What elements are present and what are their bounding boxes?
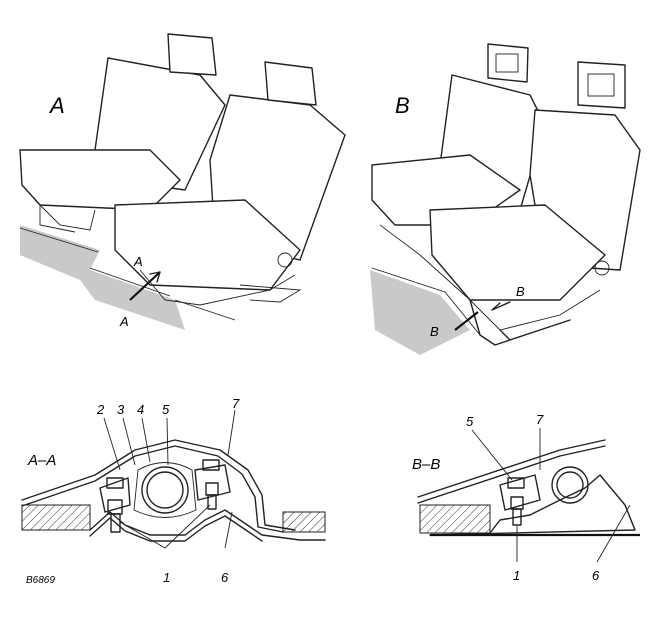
- cut-b-lower-label: B: [430, 324, 439, 339]
- cut-a-upper-label: A: [133, 254, 143, 269]
- callout-aa-6: 6: [221, 570, 229, 585]
- section-aa-drawing: [21, 409, 326, 549]
- callout-bb-5: 5: [466, 414, 474, 429]
- callout-bb-1: 1: [513, 568, 520, 583]
- clamp-right: [194, 464, 231, 501]
- cut-line-b: [454, 311, 479, 331]
- floor-slab-left: [21, 504, 91, 531]
- floor-channel-b: [429, 474, 636, 536]
- headrest-right: [264, 61, 317, 106]
- seat-cushion-b-right: [429, 204, 606, 301]
- cut-line-a: [129, 271, 161, 301]
- bolt-right: [205, 482, 219, 496]
- floor-panel-b: [370, 270, 470, 355]
- cut-a-lower-label: A: [119, 314, 129, 329]
- headrest-b-right: [577, 61, 626, 109]
- cover-profile: [21, 439, 296, 531]
- floor-panel: [20, 225, 185, 330]
- seat-tube-b: [551, 466, 589, 504]
- section-bb-label: B–B: [412, 456, 440, 473]
- callout-aa-1: 1: [163, 570, 170, 585]
- figure-code: B6869: [26, 575, 55, 586]
- clamp-left: [99, 477, 131, 513]
- seat-tube: [141, 466, 189, 514]
- cover-profile-b: [417, 439, 606, 498]
- callout-aa-3: 3: [117, 402, 125, 417]
- view-b-label: B: [395, 93, 410, 118]
- seat-cushion-left: [19, 149, 181, 211]
- callout-aa-2: 2: [96, 402, 105, 417]
- callout-bb-7: 7: [536, 412, 544, 427]
- view-a-label: A: [48, 93, 65, 118]
- section-aa-label: A–A: [27, 452, 56, 469]
- clamp-b: [499, 474, 541, 511]
- view-b-illustration: [370, 43, 641, 355]
- headrest-left: [167, 33, 217, 76]
- callout-aa-4: 4: [137, 402, 144, 417]
- callout-aa-5: 5: [162, 402, 170, 417]
- floor-slab-b: [419, 504, 491, 534]
- callout-bb-6: 6: [592, 568, 600, 583]
- headrest-b-left: [487, 43, 529, 83]
- view-a-illustration: [19, 33, 346, 330]
- callout-aa-7: 7: [232, 396, 240, 411]
- section-bb-drawing: [417, 428, 640, 563]
- floor-slab-right: [282, 511, 326, 533]
- cut-b-upper-label: B: [516, 284, 525, 299]
